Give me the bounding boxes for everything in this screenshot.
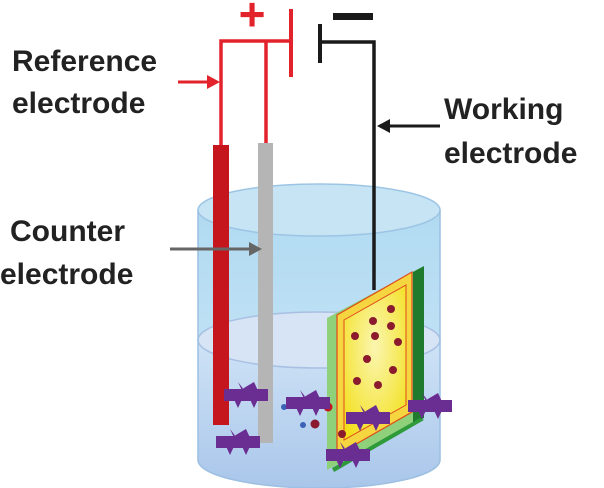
counter-electrode <box>258 143 273 443</box>
ions <box>216 382 452 468</box>
particle <box>338 430 346 438</box>
working-label-line2: electrode <box>444 137 578 170</box>
particle <box>310 419 320 429</box>
particle <box>353 377 361 385</box>
minus-sign <box>333 13 373 20</box>
ion-marker <box>224 382 268 408</box>
particle <box>369 317 377 325</box>
ion-marker <box>286 390 330 416</box>
particle <box>371 332 379 340</box>
ion-marker <box>346 405 390 431</box>
particle <box>351 332 359 340</box>
particle-blue <box>300 422 306 428</box>
particle <box>389 366 397 374</box>
particle <box>394 338 402 346</box>
working-arrow <box>377 119 440 133</box>
plus-sign: + <box>239 0 266 40</box>
ion-marker <box>408 393 452 419</box>
black-wire <box>318 24 376 290</box>
particle <box>363 355 371 363</box>
particle <box>387 322 395 330</box>
particle <box>387 305 395 313</box>
counter-label-line2: electrode <box>0 258 134 291</box>
ion-marker <box>326 442 370 468</box>
red-wire <box>219 9 293 146</box>
reference-electrode <box>213 145 229 425</box>
working-label-line1: Working <box>444 93 564 126</box>
counter-arrow <box>170 242 262 256</box>
reference-label-line2: electrode <box>12 87 146 120</box>
counter-label-line1: Counter <box>10 215 125 248</box>
reference-arrow <box>178 75 220 89</box>
particle <box>374 381 382 389</box>
particle-blue <box>281 404 287 410</box>
reference-label-line1: Reference <box>12 45 158 78</box>
ion-marker <box>216 429 260 455</box>
